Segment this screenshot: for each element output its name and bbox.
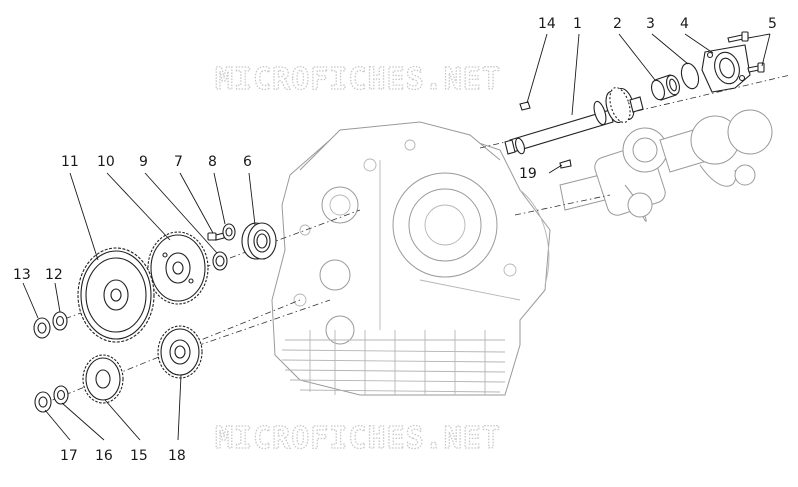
part-17-nut (34, 391, 52, 413)
part-14-pin (519, 101, 531, 111)
part-19-pin (559, 159, 572, 169)
part-7-screw (207, 232, 225, 241)
leader-lines (22, 33, 771, 441)
callout-6: 6 (243, 154, 252, 170)
callout-19: 19 (519, 166, 537, 182)
axis-line-crank (514, 194, 611, 216)
part-10-gear (147, 231, 209, 305)
part-1-shaft (504, 87, 644, 155)
part-12-washer (52, 311, 68, 331)
part-11-gear (77, 247, 155, 343)
callout-7: 7 (174, 154, 183, 170)
part-16-washer (53, 385, 69, 405)
callout-8: 8 (208, 154, 217, 170)
callout-16: 16 (95, 448, 113, 464)
watermark-bottom: MICROFICHES.NET (215, 421, 501, 456)
part-4-flange-cover (701, 44, 751, 93)
part-3-o-ring (680, 62, 700, 90)
callout-17: 17 (60, 448, 78, 464)
crankshaft (559, 109, 773, 222)
crankcase-block (271, 121, 551, 396)
callout-2: 2 (613, 16, 622, 32)
callout-14: 14 (538, 16, 556, 32)
part-15-gear (82, 354, 124, 404)
watermark-top: MICROFICHES.NET (215, 62, 501, 97)
part-13-nut (33, 317, 51, 339)
part-8-washer (222, 223, 236, 241)
callout-9: 9 (139, 154, 148, 170)
callout-3: 3 (646, 16, 655, 32)
callout-1: 1 (573, 16, 582, 32)
callout-11: 11 (61, 154, 79, 170)
callout-4: 4 (680, 16, 689, 32)
part-9-ring (212, 251, 228, 271)
callout-12: 12 (45, 267, 63, 283)
callout-5: 5 (768, 16, 777, 32)
callout-15: 15 (130, 448, 148, 464)
axis-line-gear-18 (184, 299, 331, 351)
callout-10: 10 (97, 154, 115, 170)
part-18-gear (157, 325, 203, 379)
part-6-bearing (241, 222, 277, 260)
part-2-bushing (651, 74, 680, 101)
callout-18: 18 (168, 448, 186, 464)
part-5-screws (727, 31, 765, 73)
callout-13: 13 (13, 267, 31, 283)
